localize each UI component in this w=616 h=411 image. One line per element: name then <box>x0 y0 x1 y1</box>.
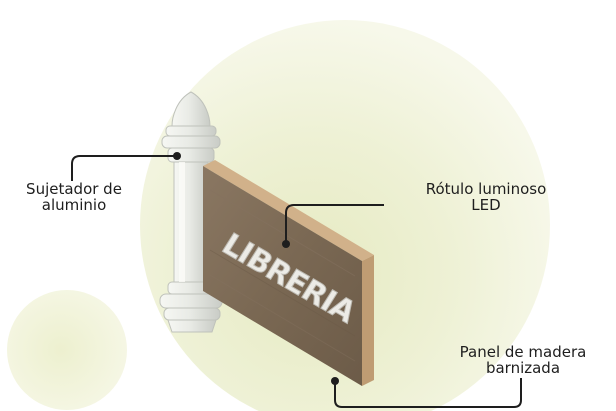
led-anchor-dot <box>282 240 290 248</box>
wooden-panel <box>203 160 374 386</box>
leader-lines <box>71 152 522 408</box>
clamp-leader-line <box>71 155 177 181</box>
background-glow-small <box>7 290 127 410</box>
led-label-line-2: LED <box>471 196 501 214</box>
clamp-callout-label: Sujetador de aluminio <box>0 181 148 213</box>
panel-label-line-1: Panel de madera <box>459 343 587 361</box>
clamp-label-line-1: Sujetador de <box>26 180 122 198</box>
clamp-anchor-dot <box>173 152 181 160</box>
led-label-line-1: Rótulo luminoso <box>425 180 547 198</box>
panel-leader-line <box>334 378 522 408</box>
panel-label-line-2: barnizada <box>485 359 561 377</box>
led-callout-label: Rótulo luminoso LED <box>408 181 564 213</box>
led-leader-line <box>285 204 384 244</box>
panel-anchor-dot <box>331 377 339 385</box>
panel-callout-label: Panel de madera barnizada <box>434 344 612 376</box>
clamp-label-line-2: aluminio <box>41 196 107 214</box>
